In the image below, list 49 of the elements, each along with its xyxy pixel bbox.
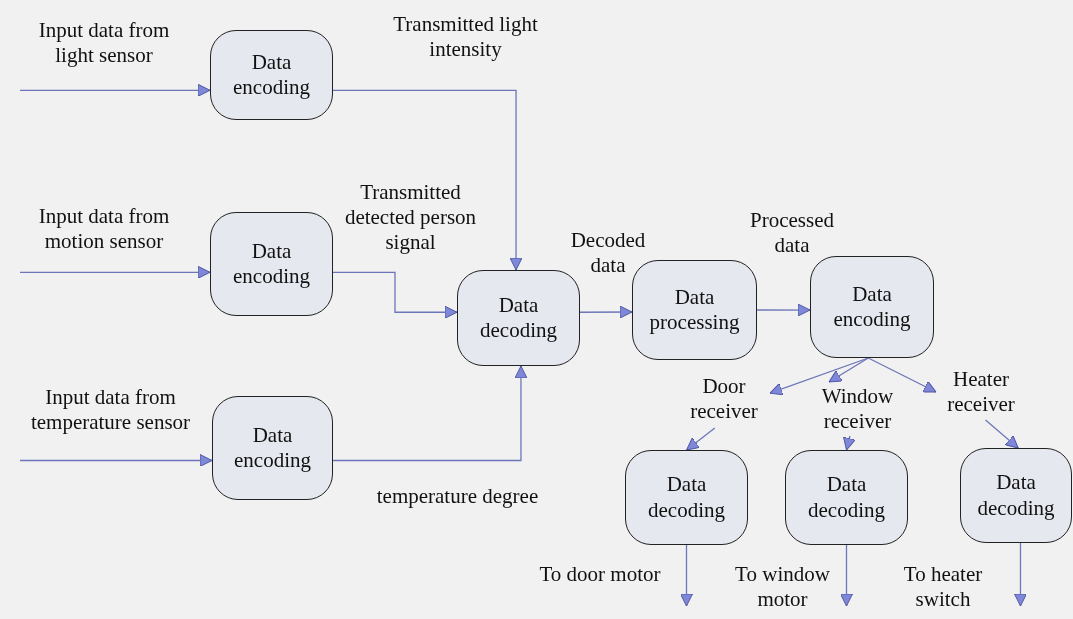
- edge-label: To door motor: [538, 562, 662, 588]
- arrow: [840, 544, 853, 607]
- edge-label: Input data from light sensor: [37, 18, 171, 69]
- process-box: [632, 260, 757, 360]
- edge-label: temperature degree: [375, 484, 540, 510]
- process-box: [210, 212, 333, 316]
- process-box: [960, 448, 1072, 543]
- arrow: [828, 357, 869, 383]
- box-label: Data decoding: [647, 472, 726, 523]
- arrow: [685, 427, 716, 451]
- box-label: Data encoding: [832, 281, 912, 333]
- edge-label: Transmitted light intensity: [392, 12, 539, 63]
- box-label: Data encoding: [232, 238, 311, 290]
- box-label: Data decoding: [976, 470, 1056, 521]
- edge-label: To heater switch: [902, 562, 984, 613]
- process-box: [625, 450, 748, 545]
- process-box: [210, 30, 333, 120]
- box-label: Data processing: [648, 284, 741, 336]
- box-label: Data decoding: [807, 472, 886, 523]
- box-label: Data decoding: [479, 292, 558, 344]
- process-box: [785, 450, 908, 545]
- process-box: [457, 270, 580, 366]
- edge-label: Decoded data: [569, 228, 647, 279]
- arrow: [984, 419, 1019, 449]
- arrow: [332, 365, 528, 462]
- arrow: [867, 357, 937, 393]
- arrow: [579, 305, 633, 319]
- edge-label: Transmitted detected person signal: [343, 180, 478, 256]
- arrow: [756, 303, 811, 317]
- receiver-label: Heater receiver: [936, 364, 1026, 420]
- arrow: [843, 435, 856, 451]
- receiver-label: Door receiver: [678, 370, 770, 428]
- receiver-label: Window receiver: [810, 382, 905, 436]
- arrow: [769, 357, 869, 396]
- arrow: [332, 89, 523, 271]
- edge-label: To window motor: [734, 562, 831, 613]
- edge-label: Input data from temperature sensor: [29, 385, 192, 436]
- box-label: Data encoding: [233, 422, 312, 474]
- box-label: Data encoding: [232, 49, 311, 101]
- edge-label: Processed data: [749, 208, 835, 259]
- edge-label: Input data from motion sensor: [37, 204, 171, 255]
- arrow: [19, 265, 211, 279]
- arrow: [1014, 542, 1027, 607]
- arrow: [680, 544, 693, 607]
- process-box: [810, 256, 934, 358]
- arrow: [332, 271, 458, 319]
- arrow: [19, 83, 211, 97]
- arrow: [19, 454, 213, 467]
- process-box: [212, 396, 333, 500]
